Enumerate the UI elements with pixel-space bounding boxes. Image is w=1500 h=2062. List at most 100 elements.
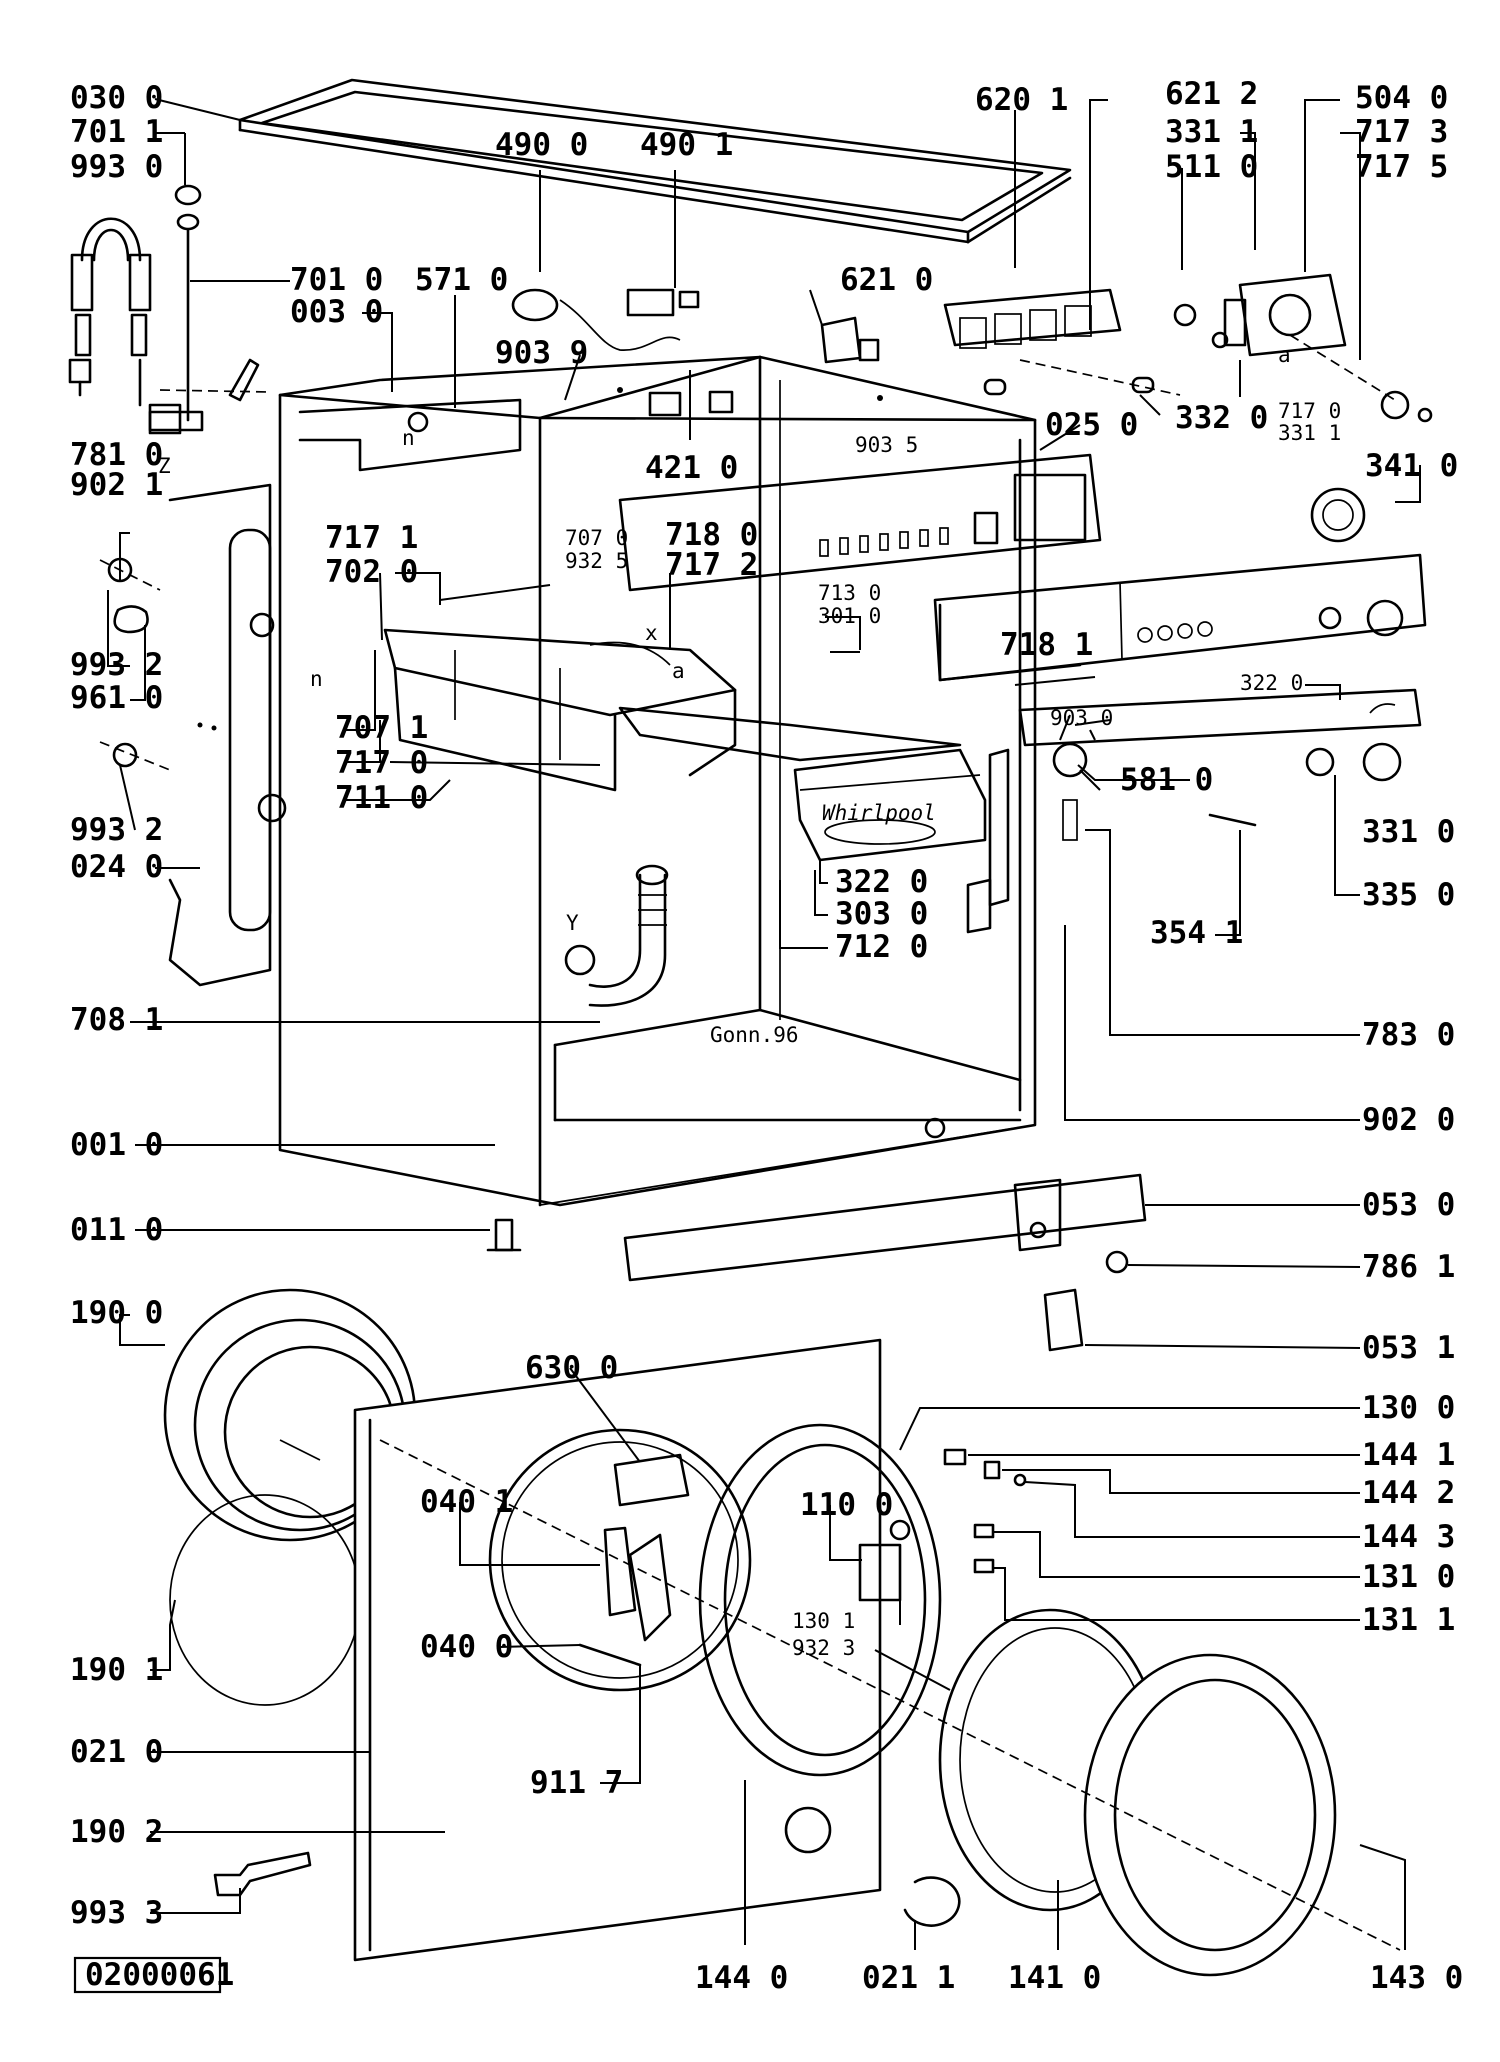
label-144-3: 144 3 xyxy=(1362,1519,1455,1555)
label-712-0: 712 0 xyxy=(835,929,928,965)
label-717-0-right: 717 0 xyxy=(1278,399,1341,423)
label-717-3: 717 3 xyxy=(1355,114,1448,150)
reference-number: 02000061 xyxy=(85,1957,234,1993)
letter-n-upper: n xyxy=(402,426,415,450)
rail-part xyxy=(966,748,1010,934)
label-511-0: 511 0 xyxy=(1165,149,1258,185)
label-717-0: 717 0 xyxy=(335,745,428,781)
letter-n-lower: n xyxy=(310,667,323,691)
door-lock-and-hinges-part xyxy=(578,1453,690,1667)
label-331-1-right: 331 1 xyxy=(1278,421,1341,445)
hose-assembly-part xyxy=(68,217,152,407)
label-786-1: 786 1 xyxy=(1362,1249,1455,1285)
letter-x: x xyxy=(645,621,658,645)
label-053-1: 053 1 xyxy=(1362,1330,1455,1366)
label-630-0: 630 0 xyxy=(525,1350,618,1386)
dispenser-housing-part xyxy=(383,628,737,792)
label-702-0: 702 0 xyxy=(325,554,418,590)
wrench-part xyxy=(213,1851,312,1897)
label-993-2-lower: 993 2 xyxy=(70,812,163,848)
label-040-1: 040 1 xyxy=(420,1484,513,1520)
door-outer-ring-part xyxy=(1083,1653,1337,1977)
selector-knobs-part xyxy=(1052,742,1402,841)
label-331-0: 331 0 xyxy=(1362,814,1455,850)
label-713-0: 713 0 xyxy=(818,581,881,605)
label-701-0: 701 0 xyxy=(290,262,383,298)
label-993-0: 993 0 xyxy=(70,149,163,185)
date-mark: Gonn.96 xyxy=(710,1023,799,1047)
label-303-0: 303 0 xyxy=(835,896,928,932)
label-571-0: 571 0 xyxy=(415,262,508,298)
label-354-1: 354 1 xyxy=(1150,915,1243,951)
label-335-0: 335 0 xyxy=(1362,877,1455,913)
label-718-1: 718 1 xyxy=(1000,627,1093,663)
label-581-0: 581 0 xyxy=(1120,762,1213,798)
top-cover-part xyxy=(238,78,1072,244)
label-993-2-upper: 993 2 xyxy=(70,647,163,683)
label-131-0: 131 0 xyxy=(1362,1559,1455,1595)
label-620-1: 620 1 xyxy=(975,82,1068,118)
label-717-1: 717 1 xyxy=(325,520,418,556)
label-143-0: 143 0 xyxy=(1370,1960,1463,1996)
label-701-1: 701 1 xyxy=(70,114,163,150)
timer-part xyxy=(1173,273,1433,423)
switch-bank-part xyxy=(943,288,1181,396)
label-331-1-top: 331 1 xyxy=(1165,114,1258,150)
label-190-1: 190 1 xyxy=(70,1652,163,1688)
label-021-0: 021 0 xyxy=(70,1734,163,1770)
part-labels: 030 0 701 1 993 0 701 0 003 0 571 0 490 … xyxy=(70,76,1463,1996)
label-490-1: 490 1 xyxy=(640,127,733,163)
leader-lines xyxy=(99,98,1421,1951)
letter-y: Y xyxy=(566,911,579,935)
label-932-3: 932 3 xyxy=(792,1636,855,1660)
label-961-0: 961 0 xyxy=(70,680,163,716)
label-707-0: 707 0 xyxy=(565,526,628,550)
label-301-0: 301 0 xyxy=(818,604,881,628)
label-490-0: 490 0 xyxy=(495,127,588,163)
label-144-0: 144 0 xyxy=(695,1960,788,1996)
front-panel-part xyxy=(353,1338,882,1962)
control-panel-fascia-part xyxy=(933,553,1427,682)
label-144-1: 144 1 xyxy=(1362,1437,1455,1473)
label-993-3: 993 3 xyxy=(70,1895,163,1931)
label-011-0: 011 0 xyxy=(70,1212,163,1248)
label-708-1: 708 1 xyxy=(70,1002,163,1038)
label-024-0: 024 0 xyxy=(70,849,163,885)
label-025-0: 025 0 xyxy=(1045,407,1138,443)
label-421-0: 421 0 xyxy=(645,450,738,486)
label-711-0: 711 0 xyxy=(335,780,428,816)
label-902-0: 902 0 xyxy=(1362,1102,1455,1138)
level-sensor-rod-part xyxy=(148,184,260,432)
label-903-5: 903 5 xyxy=(855,433,918,457)
label-130-0: 130 0 xyxy=(1362,1390,1455,1426)
label-141-0: 141 0 xyxy=(1008,1960,1101,1996)
foot-part xyxy=(486,1218,522,1252)
label-902-1: 902 1 xyxy=(70,467,163,503)
small-switch-part xyxy=(820,316,880,364)
cabinet-part xyxy=(278,355,1037,1207)
label-322-0-drawer: 322 0 xyxy=(835,864,928,900)
label-053-0: 053 0 xyxy=(1362,1187,1455,1223)
label-341-0: 341 0 xyxy=(1365,448,1458,484)
label-040-0: 040 0 xyxy=(420,1629,513,1665)
brand-mark: Whirlpool xyxy=(822,801,936,825)
label-190-2: 190 2 xyxy=(70,1814,163,1850)
drain-hose-part xyxy=(564,864,669,1007)
hose-bracket-part xyxy=(148,403,182,435)
label-621-0: 621 0 xyxy=(840,262,933,298)
label-504-0: 504 0 xyxy=(1355,80,1448,116)
door-hardware-part xyxy=(943,1448,1027,1574)
letter-a-timer: a xyxy=(1278,343,1291,367)
label-718-0: 718 0 xyxy=(665,517,758,553)
reference-box: 02000061 xyxy=(73,1956,234,1994)
label-717-2: 717 2 xyxy=(665,547,758,583)
side-panel-part xyxy=(168,483,287,987)
label-332-0: 332 0 xyxy=(1175,400,1268,436)
label-131-1: 131 1 xyxy=(1362,1602,1455,1638)
detergent-drawer-part xyxy=(618,706,987,862)
timer-knob-part xyxy=(1310,487,1366,543)
position-letters: n n Z x a a Y xyxy=(158,343,1291,935)
label-030-0: 030 0 xyxy=(70,80,163,116)
label-783-0: 783 0 xyxy=(1362,1017,1455,1053)
